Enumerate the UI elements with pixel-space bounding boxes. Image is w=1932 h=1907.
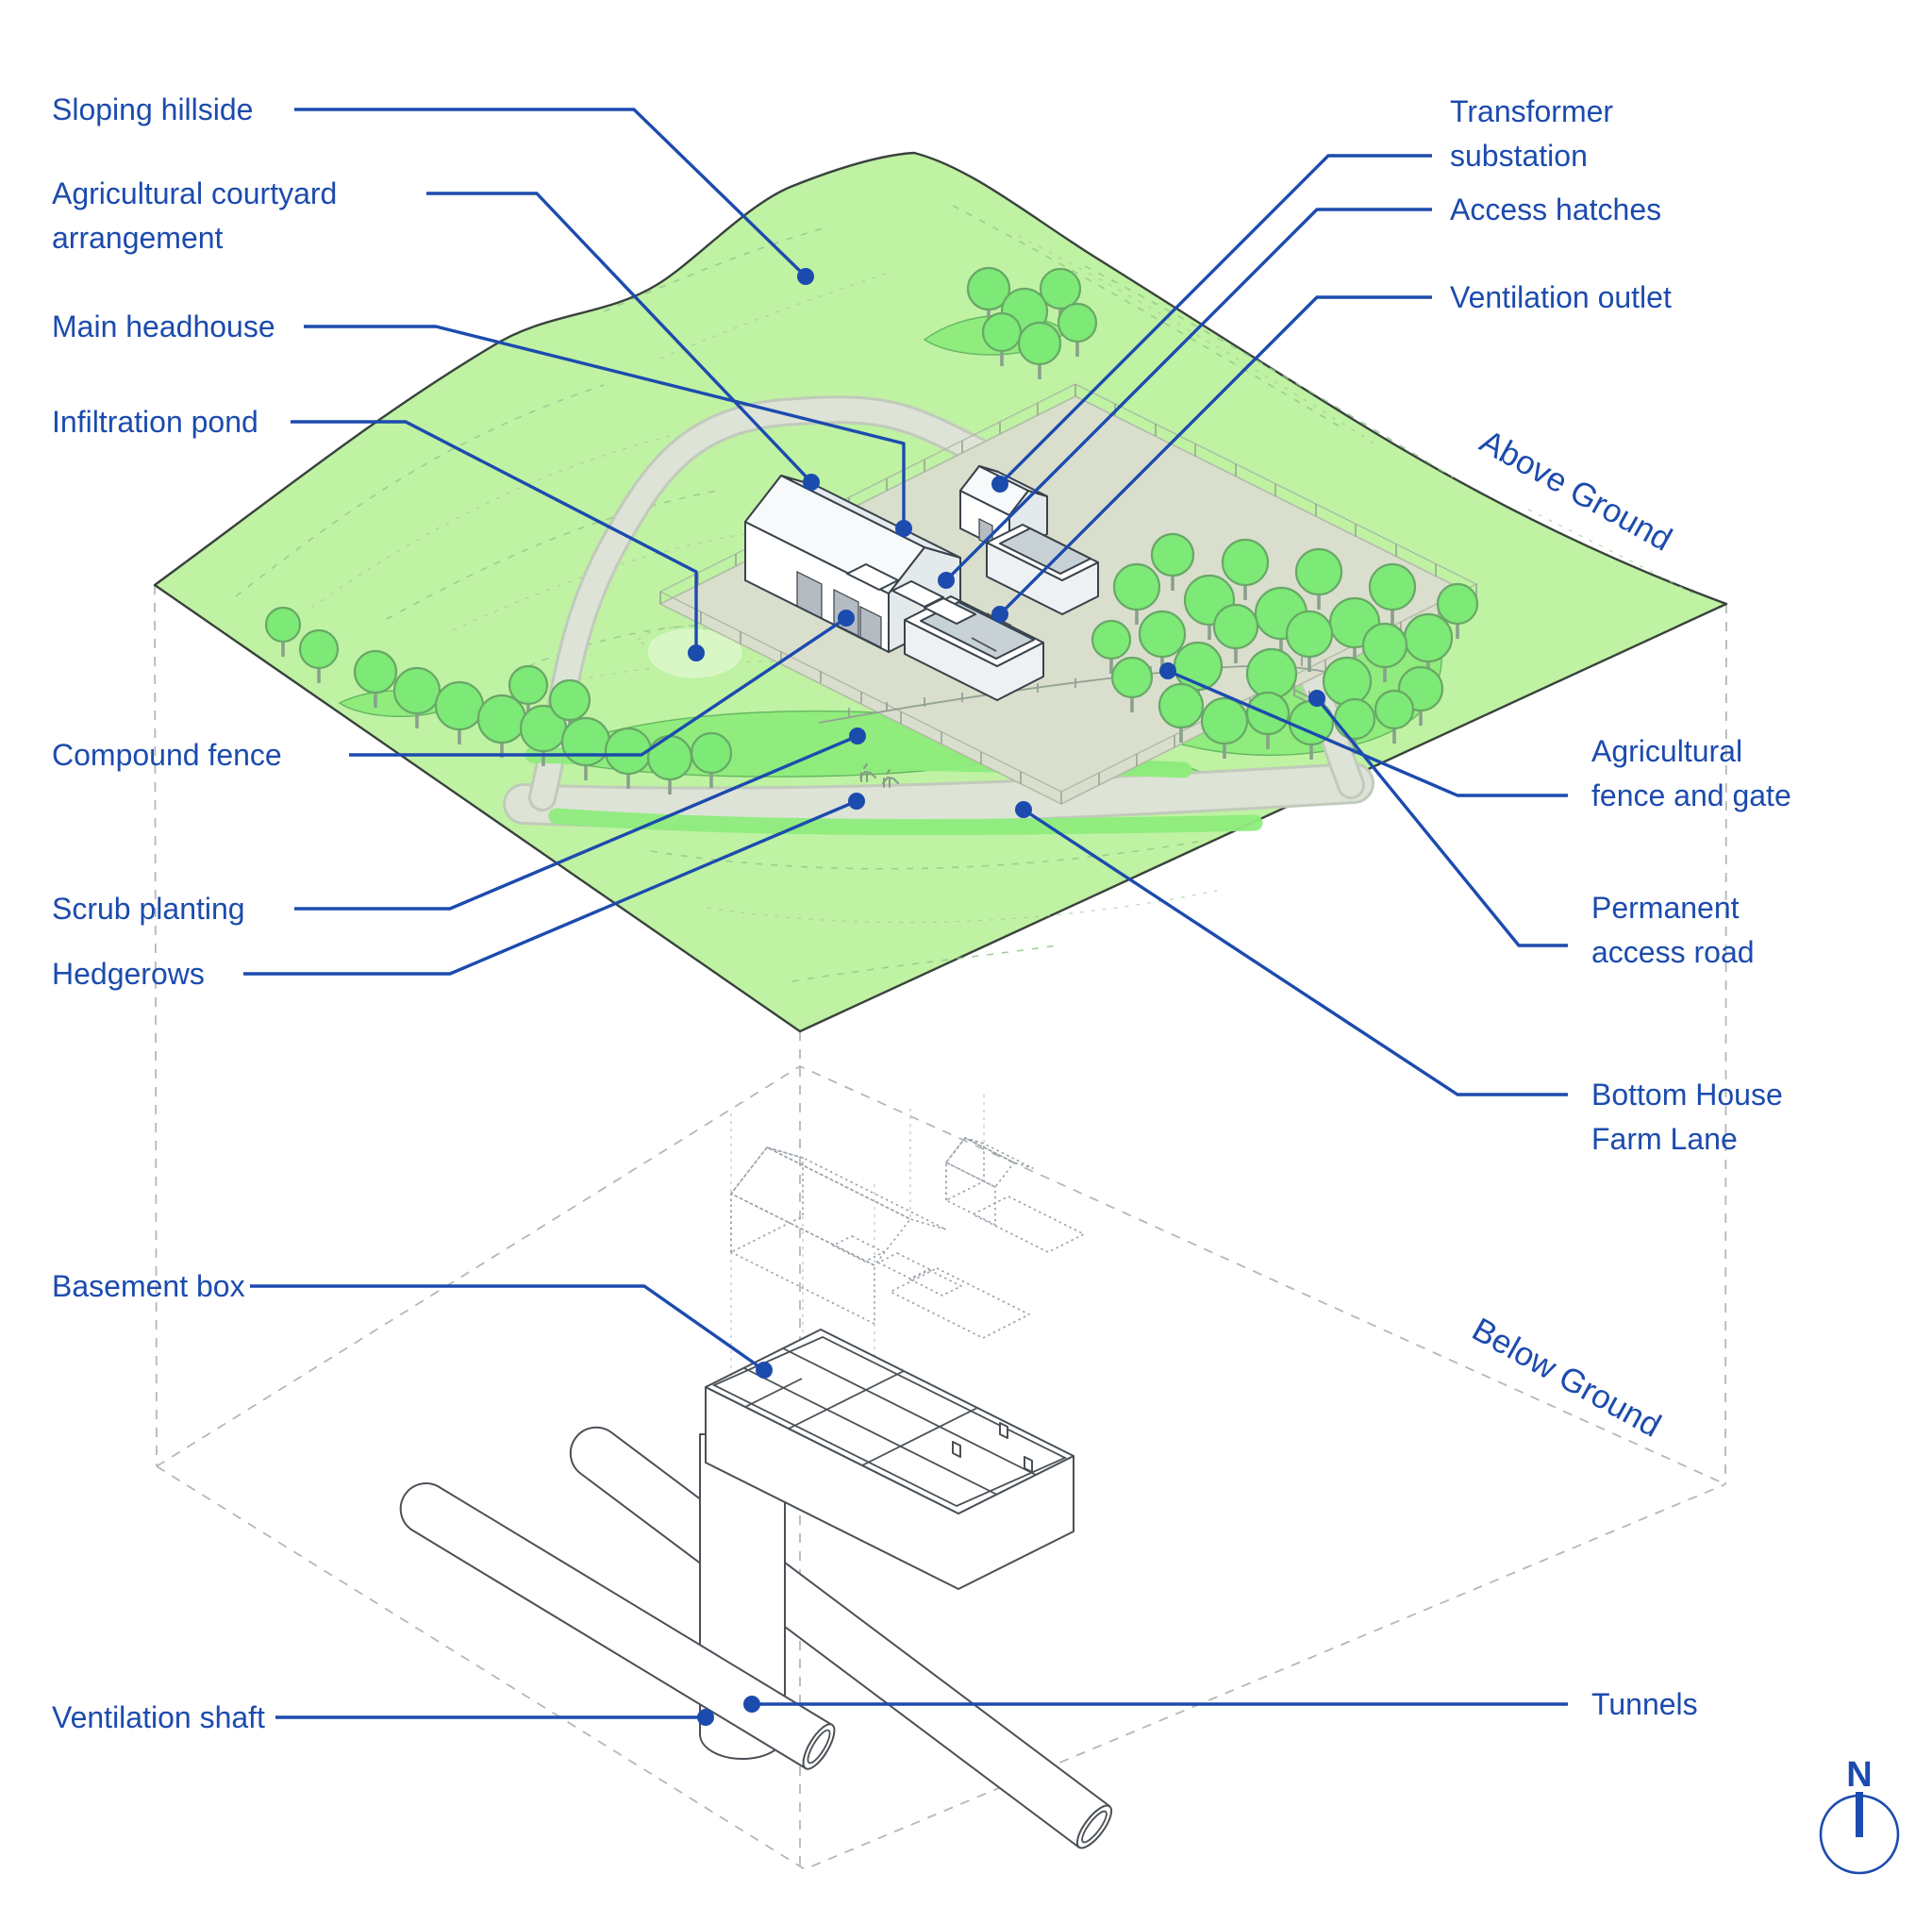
leader-permanent-access-road bbox=[1308, 690, 1568, 947]
label-hedgerows: Hedgerows bbox=[52, 957, 205, 991]
label-basement-box: Basement box bbox=[52, 1269, 245, 1303]
leader-hedgerows bbox=[243, 793, 865, 976]
label-ventilation-shaft: Ventilation shaft bbox=[52, 1700, 265, 1734]
label-transformer-substation-line1: Transformer bbox=[1450, 94, 1613, 128]
leader-compound-fence bbox=[349, 610, 855, 757]
below-ground-section bbox=[399, 1095, 1113, 1849]
leader-scrub-planting bbox=[294, 728, 866, 911]
bottom-house-farm-lane-road bbox=[503, 762, 1374, 828]
label-main-headhouse: Main headhouse bbox=[52, 309, 275, 343]
label-permanent-access-road-line1: Permanent bbox=[1591, 891, 1740, 925]
label-agricultural-courtyard-line2: arrangement bbox=[52, 221, 224, 255]
leader-bottom-house-farm-lane bbox=[1015, 801, 1568, 1096]
callout-labels: Sloping hillside Agricultural courtyard … bbox=[52, 92, 1791, 1734]
leader-infiltration-pond bbox=[291, 420, 705, 661]
access-hatches-pads bbox=[846, 563, 976, 625]
label-compound-fence: Compound fence bbox=[52, 738, 282, 772]
leader-ventilation-outlet bbox=[991, 295, 1432, 623]
leader-sloping-hillside bbox=[294, 108, 814, 285]
leader-lines bbox=[243, 108, 1568, 1726]
label-ventilation-outlet: Ventilation outlet bbox=[1450, 280, 1672, 314]
leader-ventilation-shaft bbox=[275, 1709, 714, 1726]
above-ground-section bbox=[153, 151, 1728, 1033]
walled-enclosure bbox=[986, 524, 1099, 615]
label-permanent-access-road-line2: access road bbox=[1591, 935, 1755, 969]
label-access-hatches: Access hatches bbox=[1450, 192, 1661, 226]
leader-transformer-substation bbox=[991, 154, 1432, 493]
label-bottom-house-farm-lane-line2: Farm Lane bbox=[1591, 1122, 1738, 1156]
lane-figures bbox=[859, 763, 899, 788]
compass-north-label: N bbox=[1846, 1755, 1872, 1795]
basement-box-structure bbox=[705, 1329, 1074, 1590]
trees bbox=[264, 266, 1479, 795]
leader-agricultural-courtyard bbox=[426, 192, 820, 491]
label-tunnels: Tunnels bbox=[1591, 1687, 1698, 1721]
label-sloping-hillside: Sloping hillside bbox=[52, 92, 253, 126]
label-agricultural-courtyard-line1: Agricultural courtyard bbox=[52, 176, 337, 210]
leader-main-headhouse bbox=[304, 325, 912, 537]
label-bottom-house-farm-lane-line1: Bottom House bbox=[1591, 1078, 1783, 1112]
below-ground-title: Below Ground bbox=[1466, 1311, 1667, 1445]
north-compass-icon: N bbox=[1819, 1755, 1900, 1875]
tunnel-lower bbox=[399, 1482, 836, 1770]
label-scrub-planting: Scrub planting bbox=[52, 892, 245, 926]
leader-tunnels bbox=[743, 1696, 1568, 1713]
label-agricultural-fence-gate-line1: Agricultural bbox=[1591, 734, 1742, 768]
label-agricultural-fence-gate-line2: fence and gate bbox=[1591, 778, 1791, 812]
label-infiltration-pond: Infiltration pond bbox=[52, 405, 258, 439]
label-transformer-substation-line2: substation bbox=[1450, 139, 1588, 173]
ghost-surface-buildings bbox=[730, 1095, 1085, 1444]
contour-lines bbox=[235, 205, 1699, 982]
leader-access-hatches bbox=[938, 208, 1432, 589]
leader-basement-box bbox=[250, 1284, 773, 1379]
leader-agricultural-fence-gate bbox=[1159, 662, 1568, 797]
